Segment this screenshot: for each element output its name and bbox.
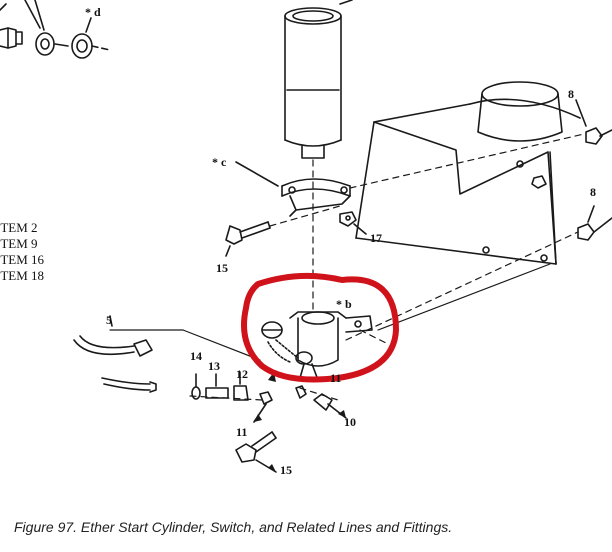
callout-17: 17 [370,231,382,245]
callout-b: * b [336,297,352,311]
highlight-circle [241,272,399,383]
item-list-entry: ITEM 2 [0,220,38,235]
callout-11-left: 11 [236,425,247,439]
callout-13: 13 [208,359,220,373]
top-left-fittings [0,0,111,59]
callout-5: 5 [106,313,112,327]
item-list-entry: ITEM 16 [0,252,45,267]
cylinder-bracket [235,161,351,217]
ether-cylinder [284,0,353,159]
engine-cover [355,81,581,265]
callout-c: * c [212,155,227,169]
clip-17 [339,211,367,235]
ether-start-switch [261,311,373,381]
callout-8-bottom: 8 [590,185,596,199]
nuts-8 [575,99,612,241]
ether-line-5 [73,315,153,357]
item-list-entry: ITEM 9 [0,236,38,251]
callout-14: 14 [190,349,202,363]
item-list-entry: ITEM 18 [0,268,44,283]
bolt-15-lower [235,431,277,473]
callout-12: 12 [236,367,248,381]
figure-caption: Figure 97. Ether Start Cylinder, Switch,… [14,519,453,535]
callout-11-right: 11 [330,371,341,385]
callout-8-top: 8 [568,87,574,101]
leader-lines [109,263,551,361]
callout-15-lower: 15 [280,463,292,477]
dashed-alignment-lines [189,133,585,401]
callout-15-upper: 15 [216,261,228,275]
bolt-15-upper [225,221,271,257]
callout-10: 10 [344,415,356,429]
callout-d: * d [85,5,101,19]
lower-line [101,377,157,393]
